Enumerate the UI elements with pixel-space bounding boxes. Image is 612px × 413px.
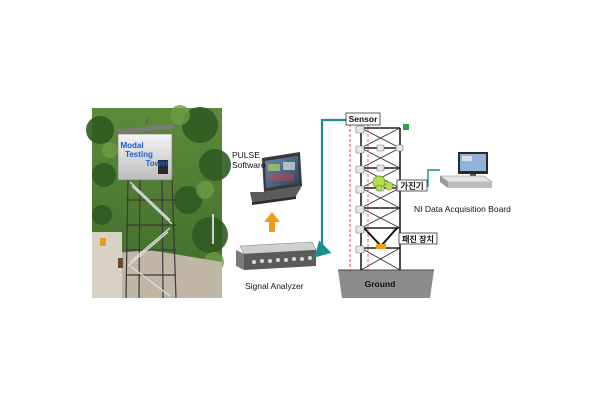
- concrete-slab: [92, 232, 122, 298]
- pulse-software-label-line2: Software: [232, 160, 266, 170]
- ground-label: Ground: [365, 279, 396, 289]
- exciter-label-box: [396, 179, 428, 192]
- upload-arrow: [264, 212, 280, 232]
- tower-sign-line-2: Testing: [125, 150, 153, 159]
- pulse-software-laptop: [250, 152, 302, 205]
- tower-schematic: [338, 124, 434, 298]
- shaker-device-label: 패진 장치: [402, 234, 434, 244]
- sensor-cable: [314, 118, 346, 258]
- top-green-marker: [403, 124, 409, 130]
- tower-sign-line-3: Tower: [146, 159, 169, 168]
- sensor-label: Sensor: [349, 114, 379, 124]
- sensor-label-box: [345, 112, 381, 126]
- tower-staircase: [127, 181, 173, 297]
- sensor-markers: [355, 125, 365, 254]
- ground-block: [338, 270, 434, 298]
- trees-background: [86, 107, 231, 253]
- exciter-device: [372, 175, 394, 192]
- exciter-label: 가진기: [400, 181, 423, 191]
- tower-photo: Modal Testing Tower: [86, 105, 231, 299]
- ni-board-label: NI Data Acquisition Board: [414, 204, 511, 214]
- signal-analyzer-device: [236, 241, 317, 270]
- shaker-device-label-box: [398, 232, 438, 245]
- ni-data-acquisition-computer: [439, 152, 493, 188]
- tower-cabin: [116, 118, 176, 181]
- signal-analyzer-label: Signal Analyzer: [245, 281, 304, 291]
- concrete-ground: [92, 250, 222, 298]
- shaker-block: [376, 244, 386, 249]
- tower-sign-line-1: Modal: [120, 141, 143, 150]
- tower-structure: [125, 177, 177, 299]
- pulse-software-label-line1: PULSE: [232, 150, 260, 160]
